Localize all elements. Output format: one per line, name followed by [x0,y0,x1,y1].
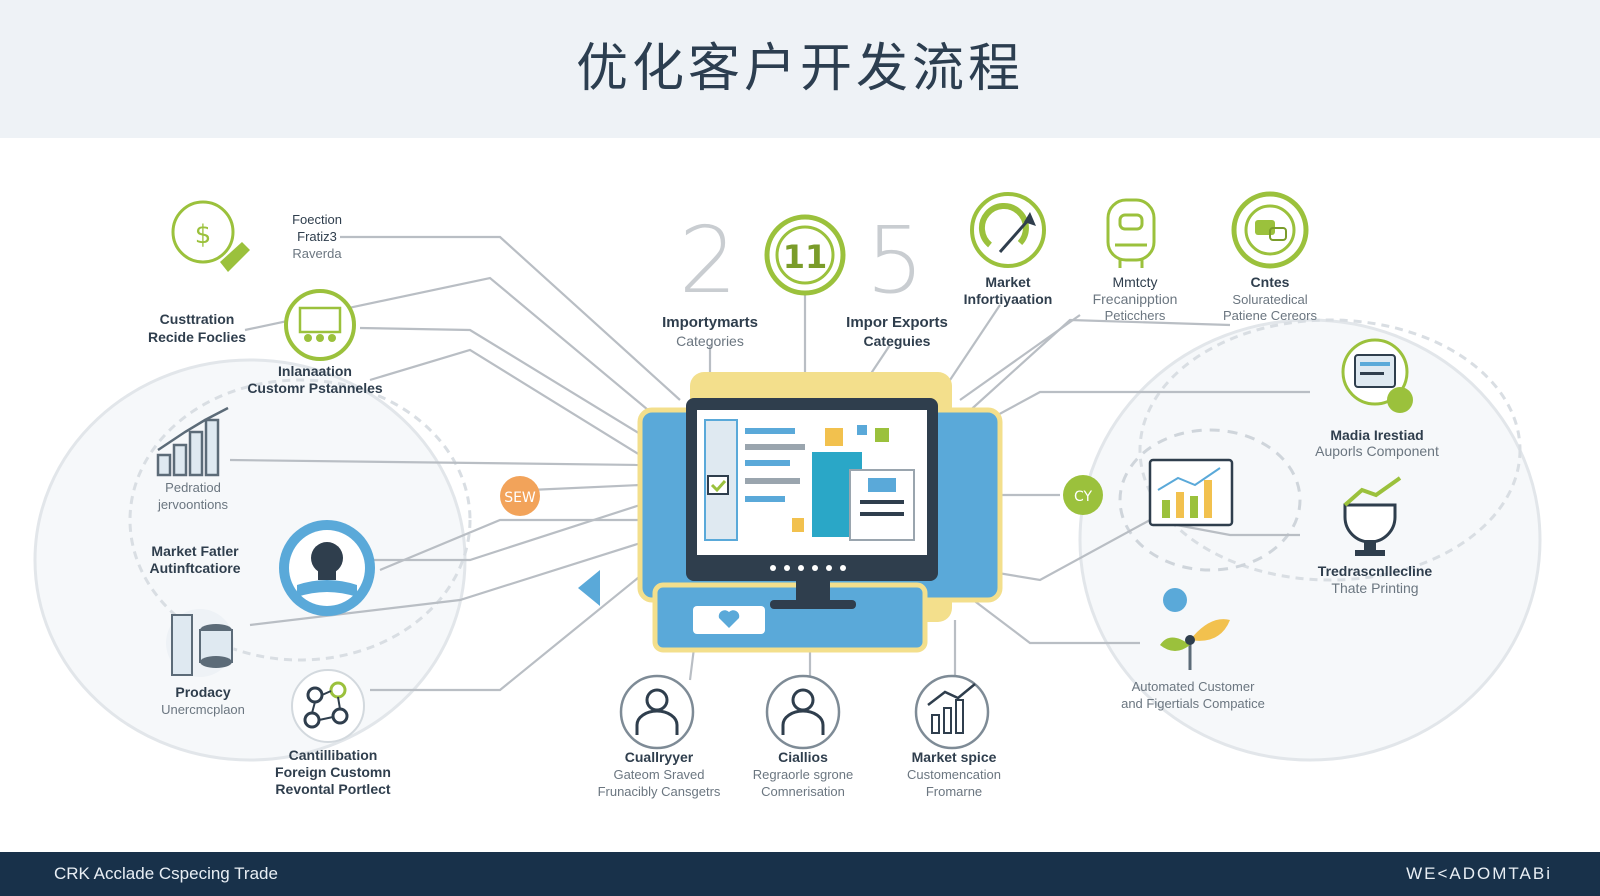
bubble-right-text: CY [1074,489,1093,505]
node9-line1: Impor Exports [846,314,948,331]
node5-line2: Autinftcatiore [150,560,241,576]
bubble-right: CY [1063,475,1103,515]
growth-chart-icon [914,674,990,750]
node10-line2: Infortiyaation [964,291,1053,307]
node11-line2: Frecanipption [1093,291,1178,307]
node17-line1: Cuallryyer [625,749,694,765]
node16-line2: and Figertials Compatice [1121,696,1265,711]
node15-line1: Tredrascnllecline [1318,563,1433,579]
network-nodes-icon [291,669,365,743]
node19-line3: Fromarne [926,784,982,799]
svg-text:$: $ [195,220,212,250]
person-icon [619,674,695,750]
coin-hand-icon: $ [171,200,250,272]
page-title: 优化客户开发流程 [575,39,1024,99]
node4-line1: Pedratiod [165,480,221,495]
computer-monitor-icon [578,372,1003,653]
node6-line1: Prodacy [175,684,230,700]
node19-line2: Customencation [907,767,1001,782]
node12-line2: Soluratedical [1232,292,1307,307]
node1-line2: Fratiz3 [297,229,337,244]
footer-brand: WE<ADOMTABi [1406,864,1552,883]
number-badge-icon: 11 [764,214,846,296]
globe-chat-icon [1231,191,1309,269]
node2-line1: Custtration [160,311,235,327]
node15-line2: Thate Printing [1331,580,1418,596]
node8-line1: Importymarts [662,314,758,331]
robot-head-icon [1106,198,1156,268]
bar-chart-icon [156,406,229,477]
node16-line1: Automated Customer [1132,679,1256,694]
database-icon [166,609,234,677]
node6-line2: Unercmcplaon [161,702,245,717]
background-ovals [33,318,1542,762]
digit-five: 5 [866,207,925,314]
node18-line3: Comnerisation [761,784,845,799]
node10-line1: Market [985,274,1030,290]
node12-line3: Patiene Cereors [1223,308,1317,323]
node12-line1: Cntes [1251,274,1290,290]
trophy-chart-icon [1343,476,1402,556]
person-icon [765,674,841,750]
node18-line1: Ciallios [778,749,828,765]
node1-line1: Foection [292,212,342,227]
node8-line2: Categories [676,333,744,349]
node13-line1: Madia Irestiad [1330,427,1423,443]
node1-line3: Raverda [292,246,342,261]
node17-line2: Gateom Sraved [613,767,704,782]
footer-bar: CRK Acclade Cspecing Trade WE<ADOMTABi [0,852,1600,896]
node4-line2: jervoontions [157,497,229,512]
node13-line2: Auporls Component [1315,443,1439,459]
node2-line2: Recide Foclies [148,329,246,345]
footer-left-text: CRK Acclade Cspecing Trade [54,864,278,883]
node7-line3: Revontal Portlect [275,781,390,797]
analytics-board-icon [1148,458,1234,527]
node3-line2: Customr Pstanneles [247,380,383,396]
header-band [0,0,1600,138]
document-badge-icon [1341,338,1413,413]
node7-line2: Foreign Customn [275,764,391,780]
bubble-left: SEW [500,476,540,516]
node17-line3: Frunacibly Cansgetrs [598,784,721,799]
node3-line1: Inlanaation [278,363,352,379]
node19-line1: Market spice [912,749,997,765]
node7-line1: Cantillibation [289,747,378,763]
node9-line2: Categuies [864,333,931,349]
node11-line3: Peticchers [1105,308,1166,323]
gear-skull-icon [279,520,375,616]
bubble-left-text: SEW [504,490,536,506]
target-arrow-icon [970,192,1046,268]
digit-two: 2 [679,207,738,314]
node18-line2: Regraorle sgrone [753,767,853,782]
node11-line1: Mmtcty [1112,274,1157,290]
node5-line1: Market Fatler [151,543,239,559]
badge-number: 11 [783,238,828,276]
customer-plant-icon [1160,588,1230,670]
team-meeting-icon [284,289,356,361]
